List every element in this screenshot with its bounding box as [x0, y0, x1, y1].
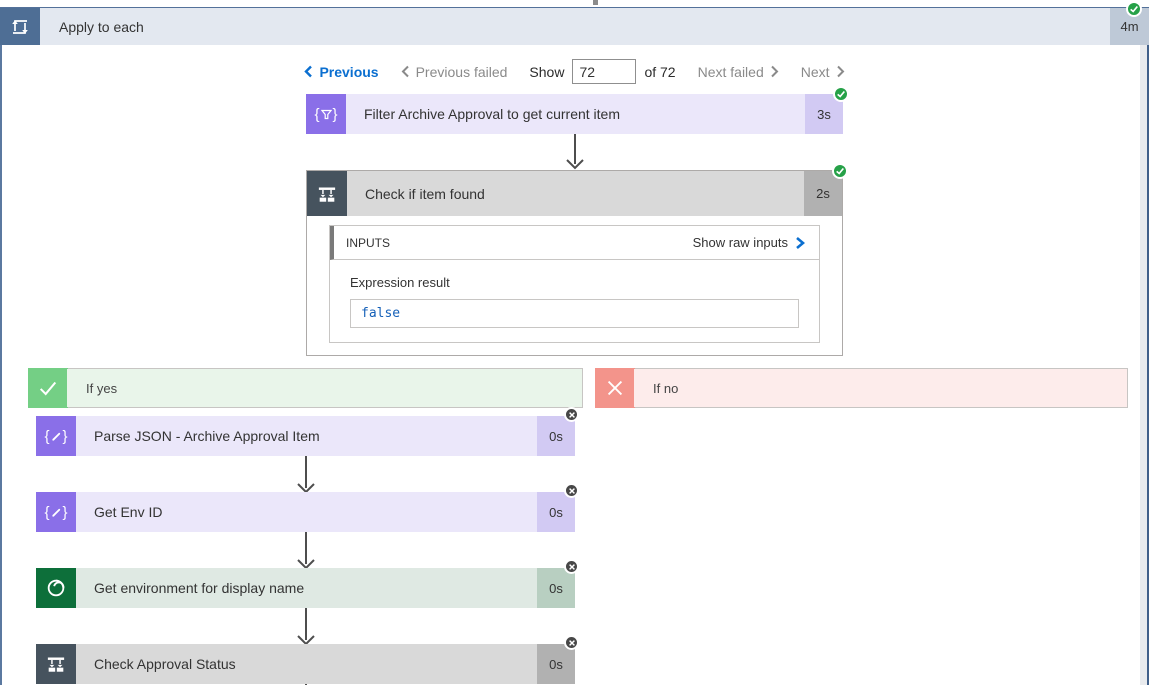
success-check-icon: [832, 163, 848, 179]
scope-title: Apply to each: [59, 18, 144, 35]
next-button[interactable]: Next: [801, 64, 845, 80]
inputs-panel-body: Expression result false: [330, 260, 819, 342]
action-filter-archive-approval[interactable]: { } Filter Archive Approval to get curre…: [306, 86, 849, 134]
filter-braces-icon: { }: [306, 94, 346, 134]
action-check-approval-status[interactable]: Check Approval Status 0s: [36, 635, 579, 684]
canvas-right-gutter: [1140, 45, 1147, 685]
condition-title: Check if item found: [347, 171, 804, 216]
inputs-panel: INPUTS Show raw inputs Expression result…: [329, 225, 820, 343]
next-failed-button[interactable]: Next failed: [698, 64, 779, 80]
previous-failed-button[interactable]: Previous failed: [401, 63, 508, 80]
action-title: Get environment for display name: [76, 568, 537, 608]
duration-badge: 2s: [804, 171, 842, 216]
skipped-x-icon: [564, 483, 579, 498]
scope-canvas: Previous Previous failed Show of 72 Next…: [0, 45, 1149, 685]
condition-branches: If yes { } Parse JSON - Archive Approval: [28, 368, 1147, 685]
action-title: Get Env ID: [76, 492, 537, 532]
connector-arrow: [306, 134, 843, 170]
show-label: Show: [529, 63, 565, 80]
if-yes-branch: If yes { } Parse JSON - Archive Approval: [28, 368, 583, 685]
previous-label: Previous: [319, 63, 379, 80]
connector-arrow: [36, 608, 575, 646]
expression-result-box: false: [350, 299, 799, 328]
top-strip: [0, 0, 1156, 7]
of-total-label: of 72: [644, 63, 676, 80]
if-yes-header[interactable]: If yes: [28, 368, 583, 408]
next-failed-label: Next failed: [697, 63, 764, 80]
check-icon: [28, 368, 68, 408]
skipped-x-icon: [564, 635, 579, 650]
action-title: Filter Archive Approval to get current i…: [346, 94, 805, 134]
condition-block: Check if item found 2s INPUTS Show raw i…: [306, 163, 848, 356]
duration-badge: 0s: [537, 644, 575, 684]
action-title: Check Approval Status: [76, 644, 537, 684]
connector-arrow: [36, 456, 575, 494]
next-label: Next: [800, 63, 830, 80]
parse-json-icon: { }: [36, 416, 76, 456]
connector-arrow: [36, 532, 575, 570]
expression-result-value: false: [361, 306, 401, 321]
previous-failed-label: Previous failed: [415, 63, 508, 80]
previous-button[interactable]: Previous: [304, 63, 379, 80]
duration-badge: 0s: [537, 568, 575, 608]
duration-badge: 0s: [537, 416, 575, 456]
skipped-x-icon: [564, 407, 579, 422]
iteration-pagination: Previous Previous failed Show of 72 Next…: [2, 59, 1147, 84]
if-no-label: If no: [634, 369, 1127, 407]
apply-to-each-icon: [0, 8, 40, 45]
action-get-env-id[interactable]: { } Get Env ID 0s: [36, 483, 579, 532]
if-no-branch: If no: [595, 368, 1128, 685]
condition-split-icon: [307, 171, 347, 216]
skipped-x-icon: [564, 559, 579, 574]
show-raw-inputs-label: Show raw inputs: [692, 235, 788, 250]
duration-badge: 0s: [537, 492, 575, 532]
parse-json-icon: { }: [36, 492, 76, 532]
inputs-panel-header: INPUTS Show raw inputs: [330, 226, 819, 260]
expression-result-label: Expression result: [350, 275, 450, 290]
chevron-right-icon: [796, 236, 805, 249]
iteration-number-input[interactable]: [572, 59, 637, 84]
action-get-environment[interactable]: Get environment for display name 0s: [36, 559, 579, 608]
inputs-label: INPUTS: [346, 235, 391, 250]
success-check-icon: [833, 86, 849, 102]
success-check-icon: [1126, 1, 1142, 17]
action-parse-json[interactable]: { } Parse JSON - Archive Approval Item 0…: [36, 407, 579, 456]
condition-split-icon: [36, 644, 76, 684]
apply-to-each-header[interactable]: Apply to each 4m: [0, 1, 1149, 45]
connector-stub: [593, 0, 598, 5]
condition-check-if-item-found[interactable]: Check if item found 2s: [307, 163, 848, 216]
action-title: Parse JSON - Archive Approval Item: [76, 416, 537, 456]
show-iteration-group: Show of 72: [529, 59, 676, 84]
if-no-header[interactable]: If no: [595, 368, 1128, 408]
if-yes-label: If yes: [67, 369, 582, 407]
power-platform-icon: [36, 568, 76, 608]
if-yes-steps: { } Parse JSON - Archive Approval Item 0…: [36, 407, 579, 685]
action-chain: { } Filter Archive Approval to get curre…: [306, 86, 849, 356]
show-raw-inputs-link[interactable]: Show raw inputs: [693, 235, 805, 250]
cross-icon: [595, 368, 635, 408]
